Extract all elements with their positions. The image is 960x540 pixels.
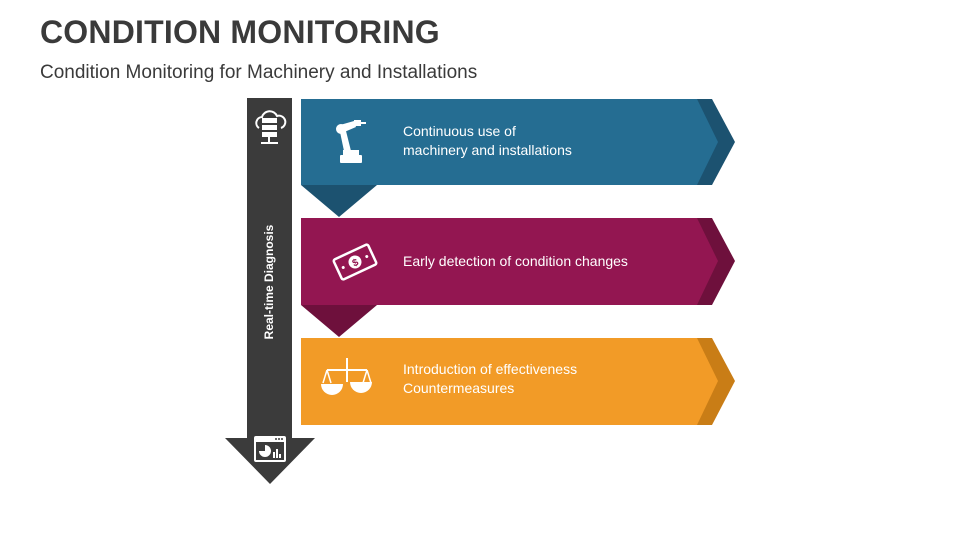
step-2-line-1: Early detection of condition changes (403, 253, 628, 269)
step-1-shape (301, 99, 735, 217)
step-2-text: Early detection of condition changes (403, 252, 628, 271)
slide-title: CONDITION MONITORING (40, 14, 440, 50)
slide-subtitle: Condition Monitoring for Machinery and I… (40, 62, 478, 83)
step-3-shape (301, 338, 735, 425)
step-1-body (301, 99, 718, 185)
step-1-text: Continuous use of machinery and installa… (403, 122, 572, 160)
step-1-line-1: Continuous use of (403, 123, 516, 139)
step-3-text: Introduction of effectiveness Countermea… (403, 360, 577, 398)
step-3-line-2: Countermeasures (403, 380, 515, 396)
step-2-pointer (301, 305, 377, 337)
step-3-line-1: Introduction of effectiveness (403, 361, 578, 377)
timeline-arrow (225, 98, 315, 484)
timeline-label: Real-time Diagnosis (262, 224, 276, 340)
step-1-line-2: machinery and installations (403, 142, 572, 158)
step-3-body (301, 338, 718, 425)
cloud-server-icon (255, 110, 287, 144)
step-2-shape (301, 218, 735, 337)
balance-scale-icon (321, 358, 372, 395)
step-2-body (301, 218, 718, 305)
money-bill-icon: $ (332, 243, 378, 281)
step-1-pointer (301, 185, 377, 217)
dashboard-window-icon (254, 436, 286, 462)
timeline-shaft (247, 98, 292, 440)
robot-arm-icon (336, 120, 366, 163)
svg-text:$: $ (351, 257, 361, 270)
